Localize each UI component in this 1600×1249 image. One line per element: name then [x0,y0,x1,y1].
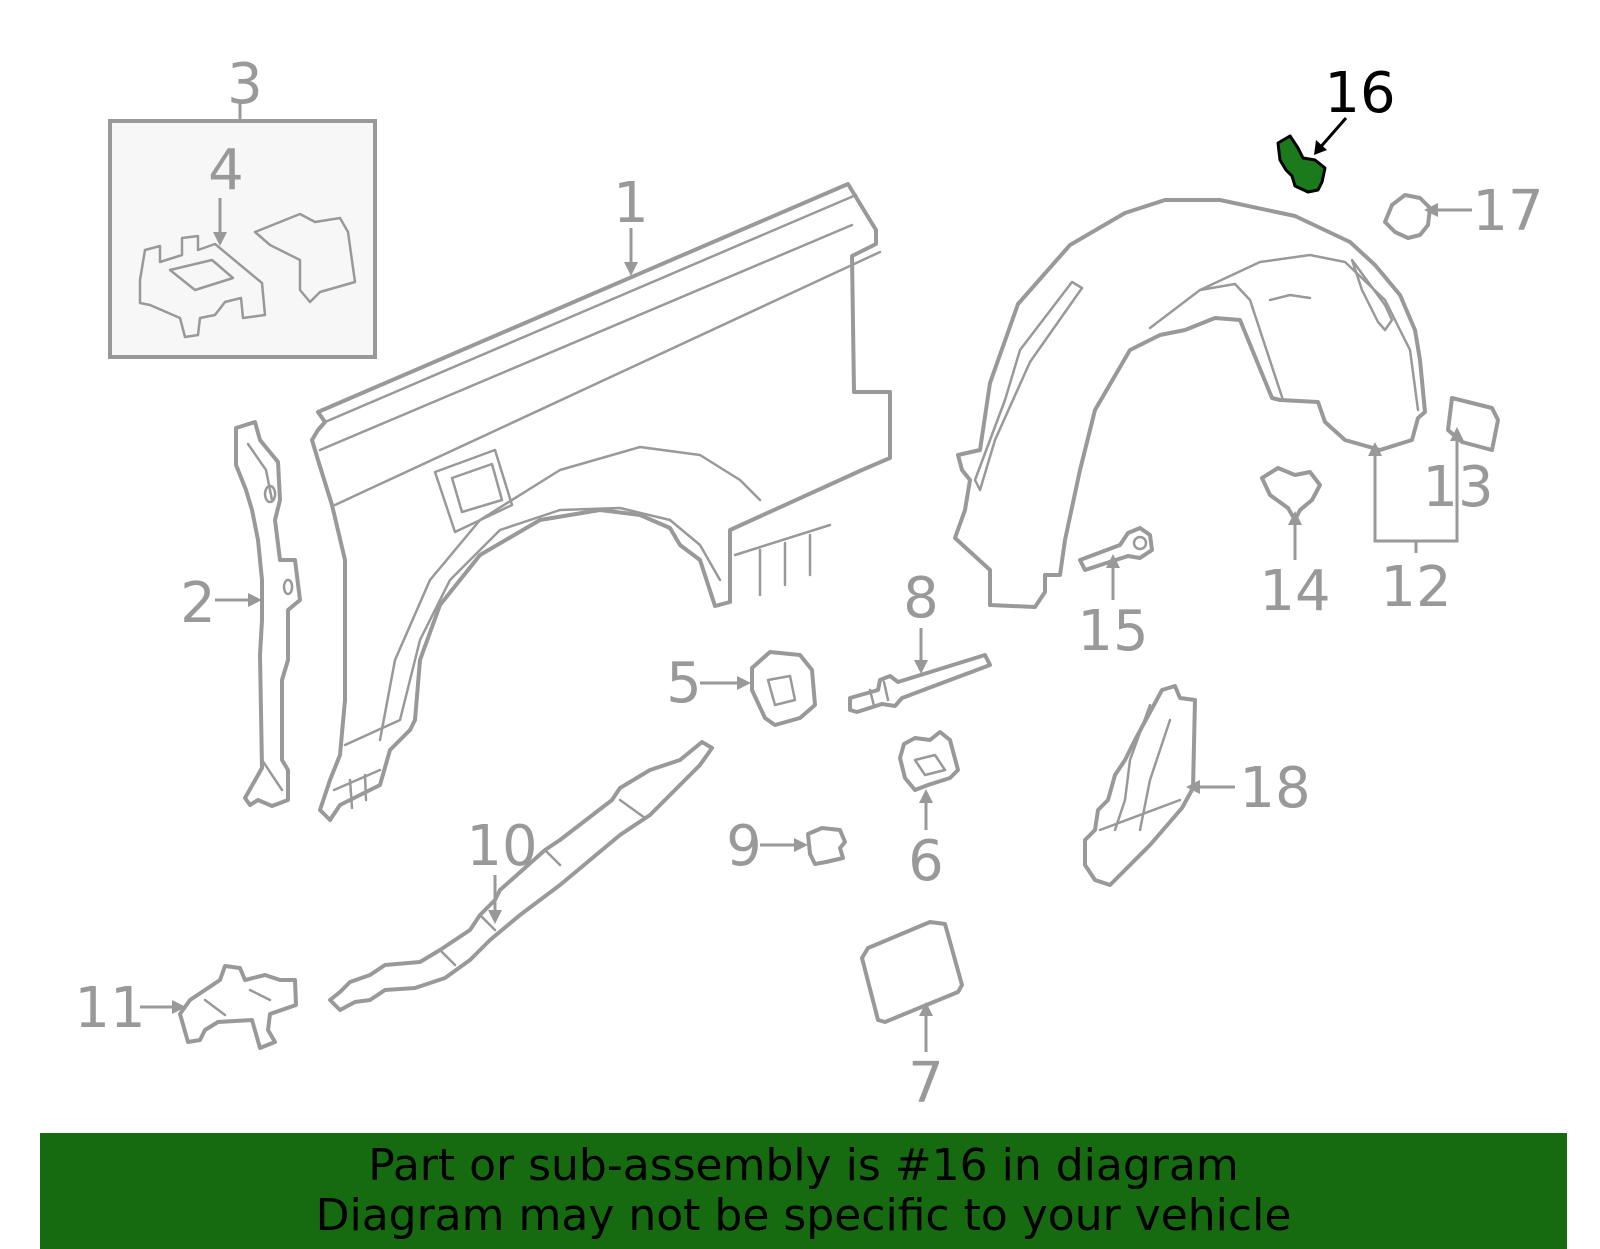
part-7-cap [860,920,964,1024]
callout-8: 8 [903,566,939,631]
callout-11: 11 [74,976,145,1041]
callout-5: 5 [666,651,702,716]
callout-9: 9 [726,814,762,879]
part-12-wheel-liner [953,198,1427,609]
part-13-pad [1446,396,1500,452]
callout-15: 15 [1077,599,1148,664]
part-16-push-pin-highlighted [1276,134,1327,194]
part-6-clip [898,730,960,792]
callout-10: 10 [466,814,537,879]
callout-4: 4 [208,138,244,203]
part-14-clip [1260,466,1322,522]
part-2-pillar [234,420,302,808]
callout-14: 14 [1259,559,1330,624]
callout-16-highlighted: 16 [1324,61,1395,126]
callout-17: 17 [1472,179,1543,244]
part-1-quarter-panel [310,182,892,822]
callout-7: 7 [908,1051,944,1116]
callout-18: 18 [1239,756,1310,821]
callout-labels: 1 2 3 4 5 6 7 8 9 10 11 12 13 14 15 16 1… [74,52,1543,1116]
part-15-bolt [1078,526,1154,572]
part-17-clip [1383,193,1432,240]
part-10-molding [328,740,714,1012]
part-3-inset-box [108,119,377,359]
callout-2: 2 [180,571,216,636]
callout-6: 6 [908,829,944,894]
footer-banner: Part or sub-assembly is #16 in diagram D… [40,1133,1567,1249]
callout-3: 3 [227,52,263,117]
part-5-pad [750,650,817,727]
callout-13: 13 [1422,455,1493,520]
arrow-heads [172,140,1464,1016]
callout-12: 12 [1380,555,1451,620]
part-18-bracket [1083,684,1197,887]
part-8-stud [848,653,992,714]
footer-line-part-number: Part or sub-assembly is #16 in diagram [368,1140,1239,1191]
part-9-clip [806,826,847,866]
part-11-bracket [178,964,298,1050]
footer-line-disclaimer: Diagram may not be specific to your vehi… [315,1190,1292,1241]
callout-1: 1 [613,171,649,236]
